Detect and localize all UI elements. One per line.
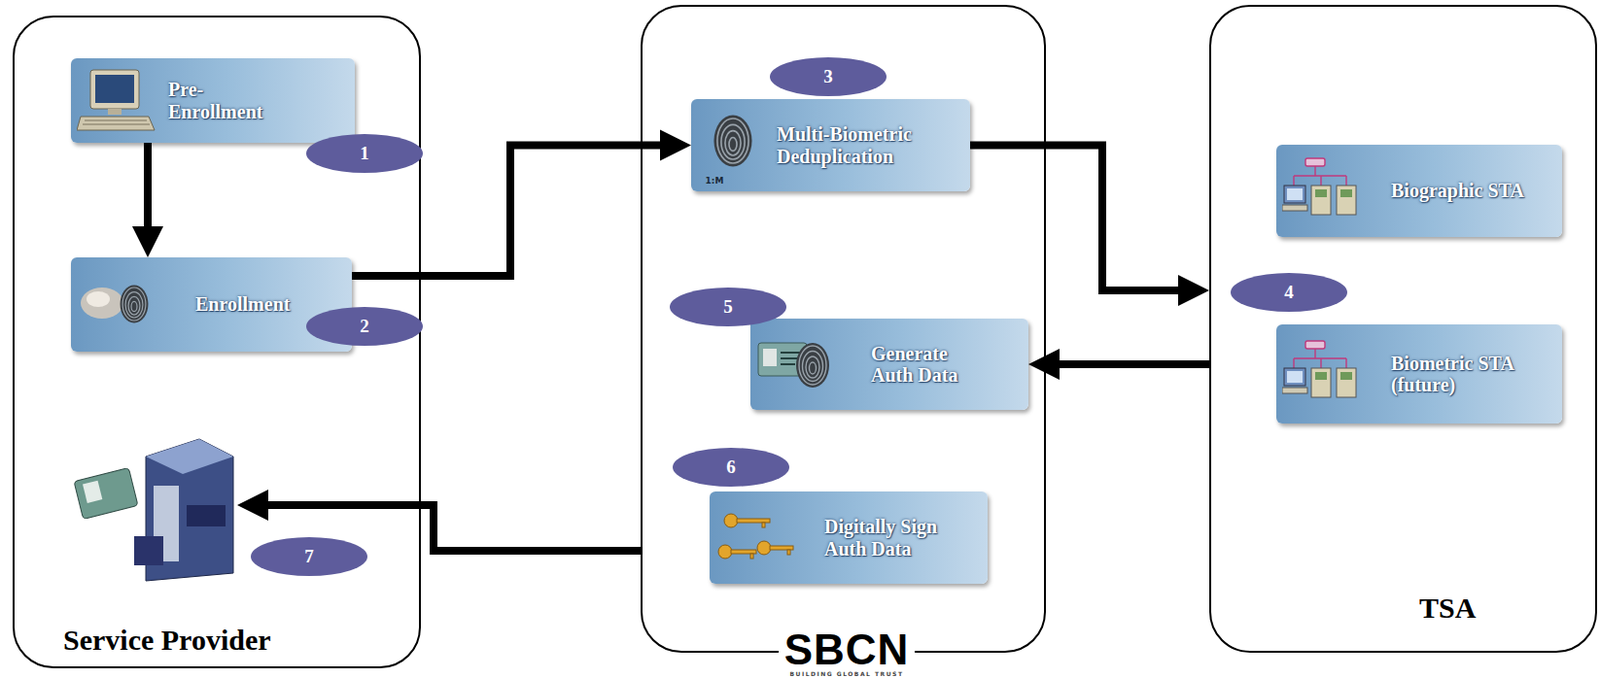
- box-label: Digitally Sign Auth Data: [824, 516, 941, 560]
- process-box: Pre-Enrollment: [70, 58, 355, 143]
- logo-tagline: BUILDING GLOBAL TRUST: [783, 671, 909, 678]
- process-box: Generate Auth Data: [750, 318, 1029, 411]
- container-heading: TSA: [1419, 593, 1476, 624]
- arrow-head: [147, 142, 149, 258]
- arrow-shaft: [970, 145, 1190, 292]
- box-icon: [756, 329, 838, 400]
- box-icon: [715, 503, 798, 574]
- box-label: Pre-Enrollment: [168, 78, 293, 123]
- printer-slot: [186, 505, 226, 527]
- callout-number: 7: [250, 537, 368, 577]
- ratio-label: 1:M: [705, 175, 725, 186]
- callout-number: 1: [306, 134, 423, 174]
- arrow-head: [1102, 290, 1210, 292]
- flow-arrow: [970, 145, 1210, 292]
- container-heading: Service Provider: [63, 626, 272, 656]
- process-box: Enrollment: [70, 257, 352, 352]
- arrow-head: [1028, 364, 1210, 366]
- flow-arrow: [147, 142, 149, 258]
- arrow-shaft: [1047, 360, 1210, 369]
- process-box: Multi-Biometric Deduplication: [691, 99, 971, 192]
- box-icon: [76, 270, 159, 341]
- arrow-head: [510, 144, 692, 146]
- callout-number: 6: [672, 448, 790, 487]
- process-box: Biographic STA: [1276, 144, 1563, 238]
- box-label: Multi-Biometric Deduplication: [776, 123, 957, 168]
- callout-number: 5: [669, 287, 787, 327]
- box-icon: [696, 110, 779, 181]
- box-icon: [1282, 156, 1364, 227]
- callout-number: 3: [769, 57, 887, 97]
- process-box: Digitally Sign Auth Data: [709, 491, 988, 585]
- group-container: TSA Biographic STA Biometric STA (future): [1209, 4, 1598, 654]
- box-icon: [1282, 339, 1364, 410]
- callout-number: 2: [306, 307, 423, 347]
- process-box: Biometric STA (future): [1276, 324, 1563, 424]
- container-heading: SBCN: [778, 628, 916, 672]
- box-label: Biometric STA (future): [1391, 352, 1537, 397]
- arrow-head: [237, 505, 434, 507]
- box-icon: [76, 66, 159, 137]
- box-label: Biographic STA: [1391, 179, 1528, 202]
- id-card: [73, 468, 139, 521]
- flow-arrow: [1028, 364, 1210, 366]
- printer-top: [145, 439, 234, 475]
- printer-tray: [134, 536, 164, 566]
- callout-number: 4: [1230, 273, 1348, 313]
- group-container: SBCNBUILDING GLOBAL TRUSTMulti-Biometric…: [640, 4, 1046, 654]
- id-card-photo: [82, 481, 103, 504]
- box-label: Generate Auth Data: [870, 343, 988, 387]
- box-label: Enrollment: [195, 293, 320, 315]
- card-printer-illustration: [73, 439, 234, 582]
- arrow-shaft: [143, 142, 152, 239]
